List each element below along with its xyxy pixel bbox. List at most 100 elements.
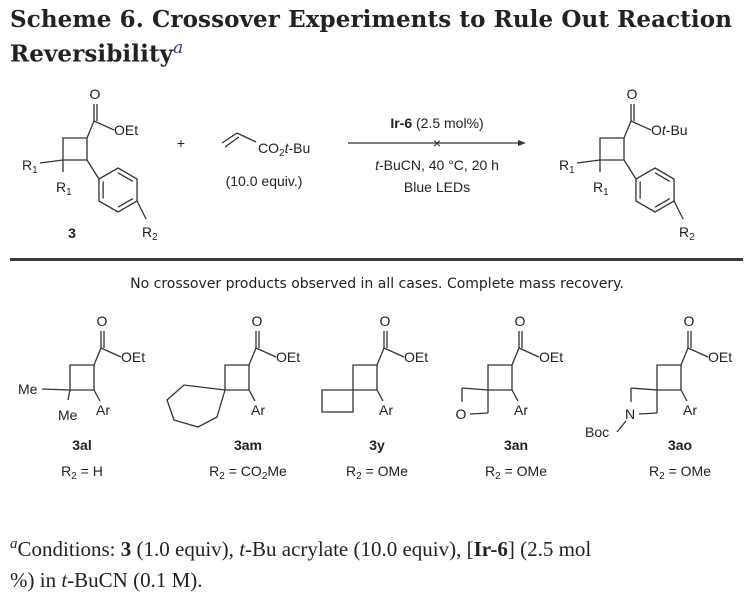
r2-definition: R2 = OMe: [346, 463, 408, 482]
r1-label-part: R: [593, 179, 603, 195]
catalyst-conditions-part: (2.5 mol%): [412, 115, 484, 131]
r1-label-part: 1: [32, 165, 38, 176]
r2-definition-part: 2: [356, 471, 362, 482]
aromatic-bond: [117, 198, 134, 208]
compound-label-3al: 3al: [72, 437, 91, 453]
footnote-text: t: [239, 537, 246, 561]
carbonyl-oxygen-part: O: [684, 313, 695, 329]
acrylate-formula-part: CO: [258, 140, 279, 156]
title-line-1: Scheme 6. Crossover Experiments to Rule …: [10, 6, 733, 33]
aryl-label-part: Ar: [683, 402, 697, 418]
r1-label-part: R: [22, 157, 32, 173]
compound-label-3-part: 3: [68, 225, 76, 241]
acrylate-formula: CO2t-Bu: [258, 140, 310, 159]
compound-label-3y: 3y: [369, 437, 385, 453]
ester-bond: [376, 347, 385, 366]
ring-bond: [638, 412, 658, 415]
acrylate-equiv-part: (10.0 equiv.): [226, 173, 303, 189]
r2-definition: R2 = H: [61, 463, 103, 482]
aryl-bond: [680, 389, 688, 402]
footnote-catalyst: Ir-6: [473, 537, 508, 561]
acrylate-formula-part: -Bu: [288, 140, 310, 156]
r2-definition-part: R: [209, 463, 219, 479]
ester-group-part: O: [651, 122, 662, 138]
ring-bond: [469, 412, 489, 415]
aryl-bond: [376, 389, 384, 402]
footnote-text: -Bu acrylate (10.0 equiv), [: [245, 537, 474, 561]
aryl-label: Ar: [251, 402, 265, 418]
cyclobutane-ring: [224, 364, 250, 391]
compound-label-3al-part: 3al: [72, 437, 91, 453]
aryl-label: Ar: [683, 402, 697, 418]
aryl-bond: [511, 389, 519, 402]
footnote-text: ] (2.5 mol: [507, 537, 592, 561]
r2-definition-part: R: [61, 463, 71, 479]
blocked-reaction-mark-part: ×: [433, 135, 441, 151]
cyclobutane-ring: [69, 364, 95, 391]
r2-label-part: 2: [152, 232, 158, 243]
ester-bond: [511, 347, 520, 366]
r2-definition-part: = CO: [225, 463, 262, 479]
compound-label-3am: 3am: [234, 437, 262, 453]
ester-group-part: t: [662, 122, 667, 138]
r2-label-part: 2: [689, 232, 695, 243]
carbonyl-oxygen: O: [684, 313, 695, 329]
spiro-bond: [630, 387, 658, 391]
r2-definition: R2 = OMe: [649, 463, 711, 482]
r2-definition-part: Me: [267, 463, 287, 479]
cyclobutane-ring: [599, 137, 625, 161]
methyl-bond: [41, 388, 71, 391]
aryl-label: Ar: [379, 402, 393, 418]
carbonyl-oxygen: O: [90, 86, 101, 102]
r2-definition-part: 2: [495, 471, 501, 482]
plus-sign: +: [177, 135, 185, 151]
ester-group: OEt: [708, 349, 732, 365]
r2-definition-part: 2: [659, 471, 665, 482]
heteroatom-label-part: N: [625, 406, 635, 422]
aryl-bond: [93, 389, 101, 402]
ester-bond: [383, 347, 405, 358]
ester-group: OEt: [276, 349, 300, 365]
compound-label-3ao: 3ao: [668, 437, 692, 453]
footnote-text: t: [61, 568, 68, 592]
r2-label: R2: [679, 224, 695, 243]
footnote-marker: a: [173, 38, 184, 58]
ester-group-part: OEt: [121, 349, 145, 365]
cyclobutane-ring: [487, 364, 513, 391]
heteroatom-label: O: [456, 406, 467, 422]
compound-label-3am-part: 3am: [234, 437, 262, 453]
methyl-label: Me: [18, 381, 38, 397]
r2-label-part: R: [679, 224, 689, 240]
footnote-text: (1.0 equiv),: [131, 537, 240, 561]
r2-bond: [136, 200, 147, 220]
footnote-text: Conditions:: [17, 537, 121, 561]
ester-bond: [623, 120, 632, 139]
footnote-mark: a: [10, 536, 18, 552]
r2-definition-part: 2: [262, 471, 268, 482]
ester-bond: [630, 120, 652, 131]
r2-bond: [673, 200, 684, 220]
r1-label-part: R: [56, 179, 66, 195]
methyl-bond: [67, 389, 71, 401]
arrow-head: [518, 140, 526, 146]
r1-label-part: 1: [569, 165, 575, 176]
carbonyl-oxygen-part: O: [627, 86, 638, 102]
r1-label-part: 1: [66, 187, 72, 198]
title-line-2: Reversibility: [10, 40, 174, 68]
compound-label-3: 3: [68, 225, 76, 241]
boc-label: Boc: [585, 424, 609, 440]
aryl-bond: [623, 159, 637, 180]
cyclobutane-spiro-ring: [321, 389, 354, 413]
r2-definition-part: R: [485, 463, 495, 479]
ester-bond: [93, 347, 102, 366]
r1-label: R1: [56, 179, 72, 198]
footnote: aConditions: 3 (1.0 equiv), t-Bu acrylat…: [10, 536, 591, 562]
carbonyl-oxygen: O: [97, 313, 108, 329]
acrylate-bond: [236, 132, 257, 143]
r2-definition-part: = H: [77, 463, 103, 479]
ester-bond: [86, 120, 95, 139]
aryl-label-part: Ar: [514, 402, 528, 418]
ester-group: OEt: [539, 349, 563, 365]
carbonyl-oxygen: O: [252, 313, 263, 329]
